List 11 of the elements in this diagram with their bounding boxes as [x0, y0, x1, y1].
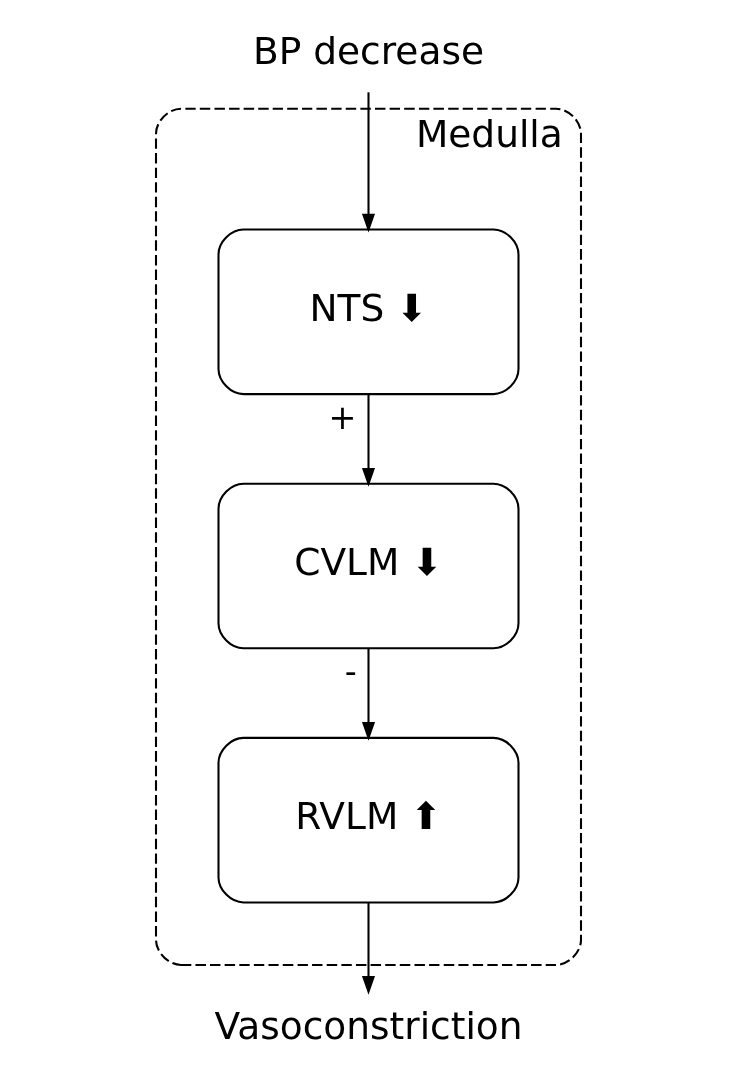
node-box: NTS ⬇	[216, 228, 520, 396]
edge-label: -	[344, 651, 357, 691]
node-text: BP decrease	[252, 28, 484, 73]
node-box: RVLM ⬆	[216, 736, 520, 904]
node-text: Vasoconstriction	[213, 1003, 523, 1048]
arrow	[361, 394, 375, 487]
edge-label: +	[327, 397, 356, 437]
node-box: CVLM ⬇	[216, 482, 520, 650]
arrow	[361, 92, 375, 233]
arrow	[361, 902, 375, 995]
arrow	[361, 648, 375, 741]
